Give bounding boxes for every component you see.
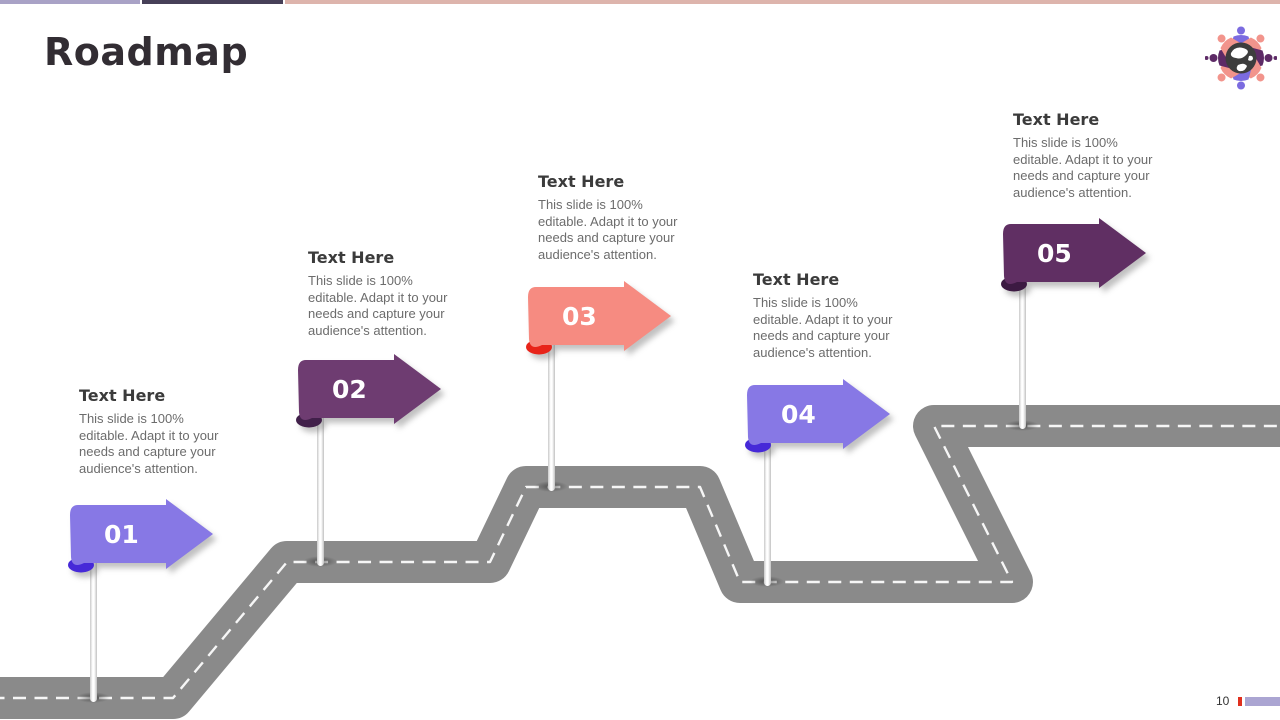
arrow-sign-shape: [70, 499, 213, 569]
top-bar-segment-3: [285, 0, 1280, 4]
milestone-text-block[interactable]: Text Here This slide is 100% editable. A…: [753, 270, 921, 361]
milestone-body[interactable]: This slide is 100% editable. Adapt it to…: [538, 197, 678, 262]
milestone-sign[interactable]: 03: [524, 279, 676, 357]
sign-pole: [89, 556, 97, 702]
page-number: 10: [1216, 694, 1230, 708]
milestone-heading[interactable]: Text Here: [1013, 110, 1100, 129]
milestone-number: 02: [332, 375, 367, 404]
milestone-heading[interactable]: Text Here: [753, 270, 840, 289]
milestone-number: 04: [781, 400, 816, 429]
milestone-body[interactable]: This slide is 100% editable. Adapt it to…: [79, 411, 219, 476]
sign-pole: [547, 339, 555, 491]
sign-pole: [763, 437, 771, 586]
milestone-heading[interactable]: Text Here: [79, 386, 166, 405]
arrow-sign-shape: [298, 354, 441, 424]
milestone-number: 03: [562, 302, 597, 331]
footer-red-tick: [1238, 697, 1242, 706]
arrow-sign-shape: [528, 281, 671, 351]
milestone-sign[interactable]: 05: [999, 216, 1151, 294]
sign-pole: [316, 412, 324, 566]
milestone-sign[interactable]: 04: [743, 377, 895, 455]
sign-pole: [1018, 276, 1026, 429]
arrow-sign-shape: [747, 379, 890, 449]
milestone-number: 01: [104, 520, 139, 549]
milestone-text-block[interactable]: Text Here This slide is 100% editable. A…: [308, 248, 476, 339]
footer-accent-bar: [1245, 697, 1280, 706]
milestone-text-block[interactable]: Text Here This slide is 100% editable. A…: [1013, 110, 1181, 201]
milestone-heading[interactable]: Text Here: [538, 172, 625, 191]
top-bar-segment-2: [142, 0, 283, 4]
milestone-text-block[interactable]: Text Here This slide is 100% editable. A…: [79, 386, 247, 477]
milestone-number: 05: [1037, 239, 1072, 268]
page-title[interactable]: Roadmap: [44, 30, 249, 74]
globe-people-logo-icon: [1205, 26, 1277, 90]
milestone-body[interactable]: This slide is 100% editable. Adapt it to…: [753, 295, 893, 360]
milestone-heading[interactable]: Text Here: [308, 248, 395, 267]
milestone-body[interactable]: This slide is 100% editable. Adapt it to…: [1013, 135, 1153, 200]
arrow-sign-shape: [1003, 218, 1146, 288]
milestone-text-block[interactable]: Text Here This slide is 100% editable. A…: [538, 172, 706, 263]
milestone-sign[interactable]: 02: [294, 352, 446, 430]
top-bar-segment-1: [0, 0, 140, 4]
milestone-body[interactable]: This slide is 100% editable. Adapt it to…: [308, 273, 448, 338]
milestone-sign[interactable]: 01: [66, 497, 218, 575]
